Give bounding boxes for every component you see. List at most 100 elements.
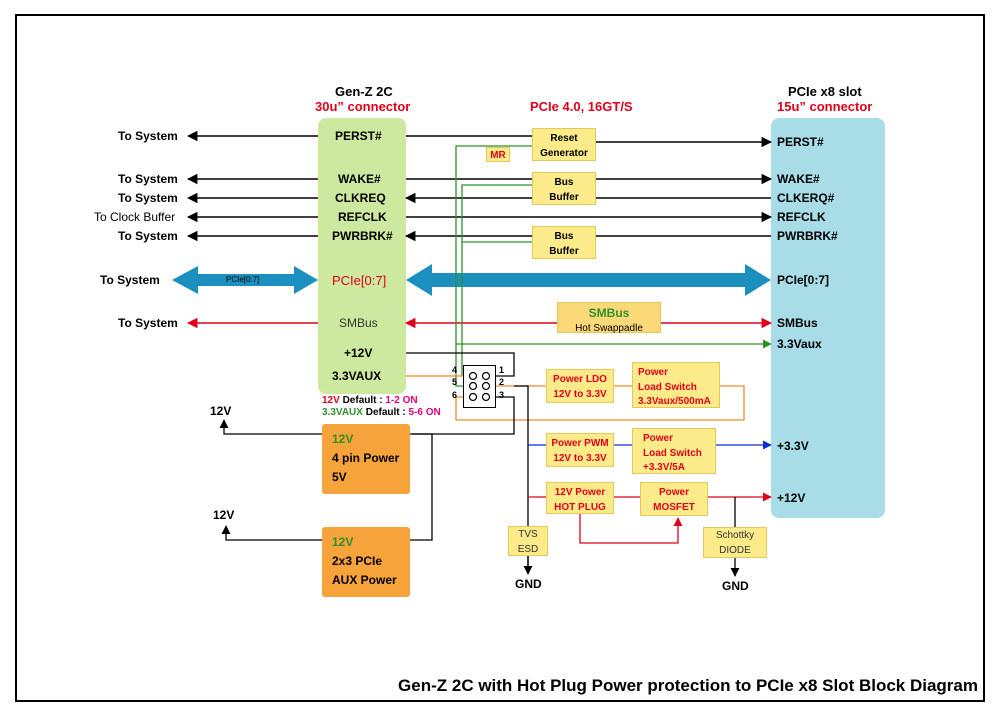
power-pwm-block: Power PWM 12V to 3.3V bbox=[546, 433, 614, 467]
pcie-slot-title: PCIe x8 slot bbox=[788, 84, 862, 99]
twelve-v-input-1: 12V bbox=[210, 404, 232, 418]
jumper-header bbox=[463, 365, 496, 408]
pcie-pin-refclk: REFCLK bbox=[777, 210, 826, 224]
gnd-label-2: GND bbox=[722, 579, 749, 593]
bus-buffer-1-block: Bus Buffer bbox=[532, 172, 596, 205]
smbus-block-title: SMBus bbox=[588, 306, 630, 320]
hotplug-gate-line bbox=[579, 514, 683, 544]
pcie-pin-pwrbrk: PWRBRK# bbox=[777, 229, 838, 243]
gen-z-pin-perst: PERST# bbox=[335, 129, 382, 143]
left-label-clkreq: To System bbox=[118, 191, 178, 205]
reset-label-2: Generator bbox=[540, 147, 588, 159]
jumper-pin-5: 5 bbox=[452, 377, 458, 387]
four-pin-label: 4 pin Power bbox=[332, 451, 400, 465]
left-label-pwrbrk: To System bbox=[118, 229, 178, 243]
pcie-pin-smbus: SMBus bbox=[777, 316, 818, 330]
twelve-v-bus bbox=[514, 385, 529, 568]
left-label-wake: To System bbox=[118, 172, 178, 186]
ls1-label-2: Load Switch bbox=[638, 381, 697, 393]
schottky-diode-block: Schottky DIODE bbox=[703, 527, 767, 558]
pcie-pin-clkreq: CLKERQ# bbox=[777, 191, 835, 205]
ls2-label-1: Power bbox=[643, 433, 674, 444]
tvs-label-1: TVS bbox=[518, 529, 538, 540]
pcie-slot-box bbox=[771, 118, 885, 518]
bus-buffer-2-block: Bus Buffer bbox=[532, 226, 596, 259]
hp-label-1: 12V Power bbox=[554, 487, 606, 498]
jumper-pin-4: 4 bbox=[452, 365, 458, 375]
gen-z-title: Gen-Z 2C bbox=[335, 84, 393, 99]
bus1-label-1: Bus bbox=[554, 177, 574, 188]
load-switch-1-block: Power Load Switch 3.3Vaux/500mA bbox=[632, 362, 720, 408]
mosfet-block: Power MOSFET bbox=[640, 482, 708, 516]
schottky-label-1: Schottky bbox=[715, 530, 755, 541]
twelve-v-input-2: 12V bbox=[213, 508, 235, 522]
mr-label: MR bbox=[490, 150, 506, 161]
ls2-label-3: +3.3V/5A bbox=[643, 462, 685, 473]
ls2-label-2: Load Switch bbox=[643, 447, 702, 459]
left-label-smbus: To System bbox=[118, 316, 178, 330]
gen-z-subtitle: 30u” connector bbox=[315, 99, 411, 114]
pcie-pin-pcie: PCIe[0:7] bbox=[777, 273, 830, 287]
ls1-label-3: 3.3Vaux/500mA bbox=[638, 396, 711, 407]
tvs-esd-block: TVS ESD bbox=[508, 526, 548, 556]
pcie-pin-12v: +12V bbox=[777, 491, 806, 505]
green-aux-line-1 bbox=[455, 145, 532, 387]
four-pin-power-box: 12V 4 pin Power 5V bbox=[322, 424, 410, 494]
aux-label-2: AUX Power bbox=[332, 573, 397, 587]
jumper-pin-6: 6 bbox=[452, 390, 458, 400]
pcie-right-bus-arrow bbox=[406, 264, 771, 296]
gen-z-pin-refclk: REFCLK bbox=[338, 210, 387, 224]
pcie-pin-wake: WAKE# bbox=[777, 172, 820, 186]
pwm-label-1: Power PWM bbox=[551, 438, 609, 449]
bus1-label-2: Buffer bbox=[549, 191, 579, 203]
gen-z-pin-smbus: SMBus bbox=[339, 316, 378, 330]
gen-z-connector-box bbox=[318, 118, 406, 394]
p12v-to-jumper bbox=[406, 352, 515, 377]
four-pin-voltage: 12V bbox=[332, 432, 354, 446]
schottky-label-2: DIODE bbox=[719, 544, 751, 556]
gen-z-pin-wake: WAKE# bbox=[338, 172, 381, 186]
left-label-pcie-bus: PCIe[0:7] bbox=[226, 275, 260, 284]
jumper-pin-2: 2 bbox=[499, 377, 505, 387]
pcie-pin-perst: PERST# bbox=[777, 135, 824, 149]
pwm-label-2: 12V to 3.3V bbox=[553, 452, 607, 464]
bus2-label-1: Bus bbox=[554, 231, 574, 242]
jumper-pin-1: 1 bbox=[499, 365, 505, 375]
spec-label: PCIe 4.0, 16GT/S bbox=[530, 99, 633, 114]
gen-z-pin-clkreq: CLKREQ bbox=[335, 191, 386, 205]
hot-plug-block: 12V Power HOT PLUG bbox=[546, 482, 614, 514]
mr-block: MR bbox=[486, 147, 510, 162]
left-label-refclk: To Clock Buffer bbox=[94, 210, 176, 224]
green-aux-line-2 bbox=[461, 184, 532, 376]
diagram-frame bbox=[15, 14, 985, 702]
aux-label-1: 2x3 PCIe bbox=[332, 554, 383, 568]
four-pin-5v: 5V bbox=[332, 470, 347, 484]
mosfet-label-1: Power bbox=[658, 487, 689, 498]
ldo-label-1: Power LDO bbox=[553, 374, 607, 385]
aux-power-box: 12V 2x3 PCIe AUX Power bbox=[322, 527, 410, 597]
reset-label-1: Reset bbox=[550, 133, 578, 144]
jumper-pin-3: 3 bbox=[499, 390, 505, 400]
gen-z-pin-33vaux: 3.3VAUX bbox=[332, 369, 382, 383]
load-switch-2-block: Power Load Switch +3.3V/5A bbox=[632, 428, 716, 474]
pcie-slot-subtitle: 15u” connector bbox=[777, 99, 873, 114]
gnd-label-1: GND bbox=[515, 577, 542, 591]
left-label-perst: To System bbox=[118, 129, 178, 143]
left-label-pcie: To System bbox=[100, 273, 160, 287]
gen-z-pin-12v: +12V bbox=[344, 346, 373, 360]
jumper-default-33vaux: 3.3VAUX Default : 5-6 ON bbox=[322, 407, 441, 418]
power-ldo-block: Power LDO 12V to 3.3V bbox=[546, 369, 614, 403]
pcie-left-bus-arrow bbox=[172, 266, 318, 294]
ls1-label-1: Power bbox=[638, 367, 669, 378]
smbus-hot-swap-block: SMBus Hot Swappadle bbox=[557, 302, 661, 334]
twelve-v-in-2 bbox=[221, 525, 322, 541]
reset-generator-block: Reset Generator bbox=[532, 128, 596, 161]
diagram-caption: Gen-Z 2C with Hot Plug Power protection … bbox=[398, 676, 978, 695]
gen-z-pin-pwrbrk: PWRBRK# bbox=[332, 229, 393, 243]
tvs-label-2: ESD bbox=[517, 543, 539, 555]
pcie-pin-33vaux: 3.3Vaux bbox=[777, 337, 822, 351]
jumper-default-12v: 12V Default : 1-2 ON bbox=[322, 395, 418, 406]
bus2-label-2: Buffer bbox=[549, 245, 579, 257]
mosfet-label-2: MOSFET bbox=[653, 501, 695, 513]
ldo-loop-line bbox=[455, 385, 745, 421]
